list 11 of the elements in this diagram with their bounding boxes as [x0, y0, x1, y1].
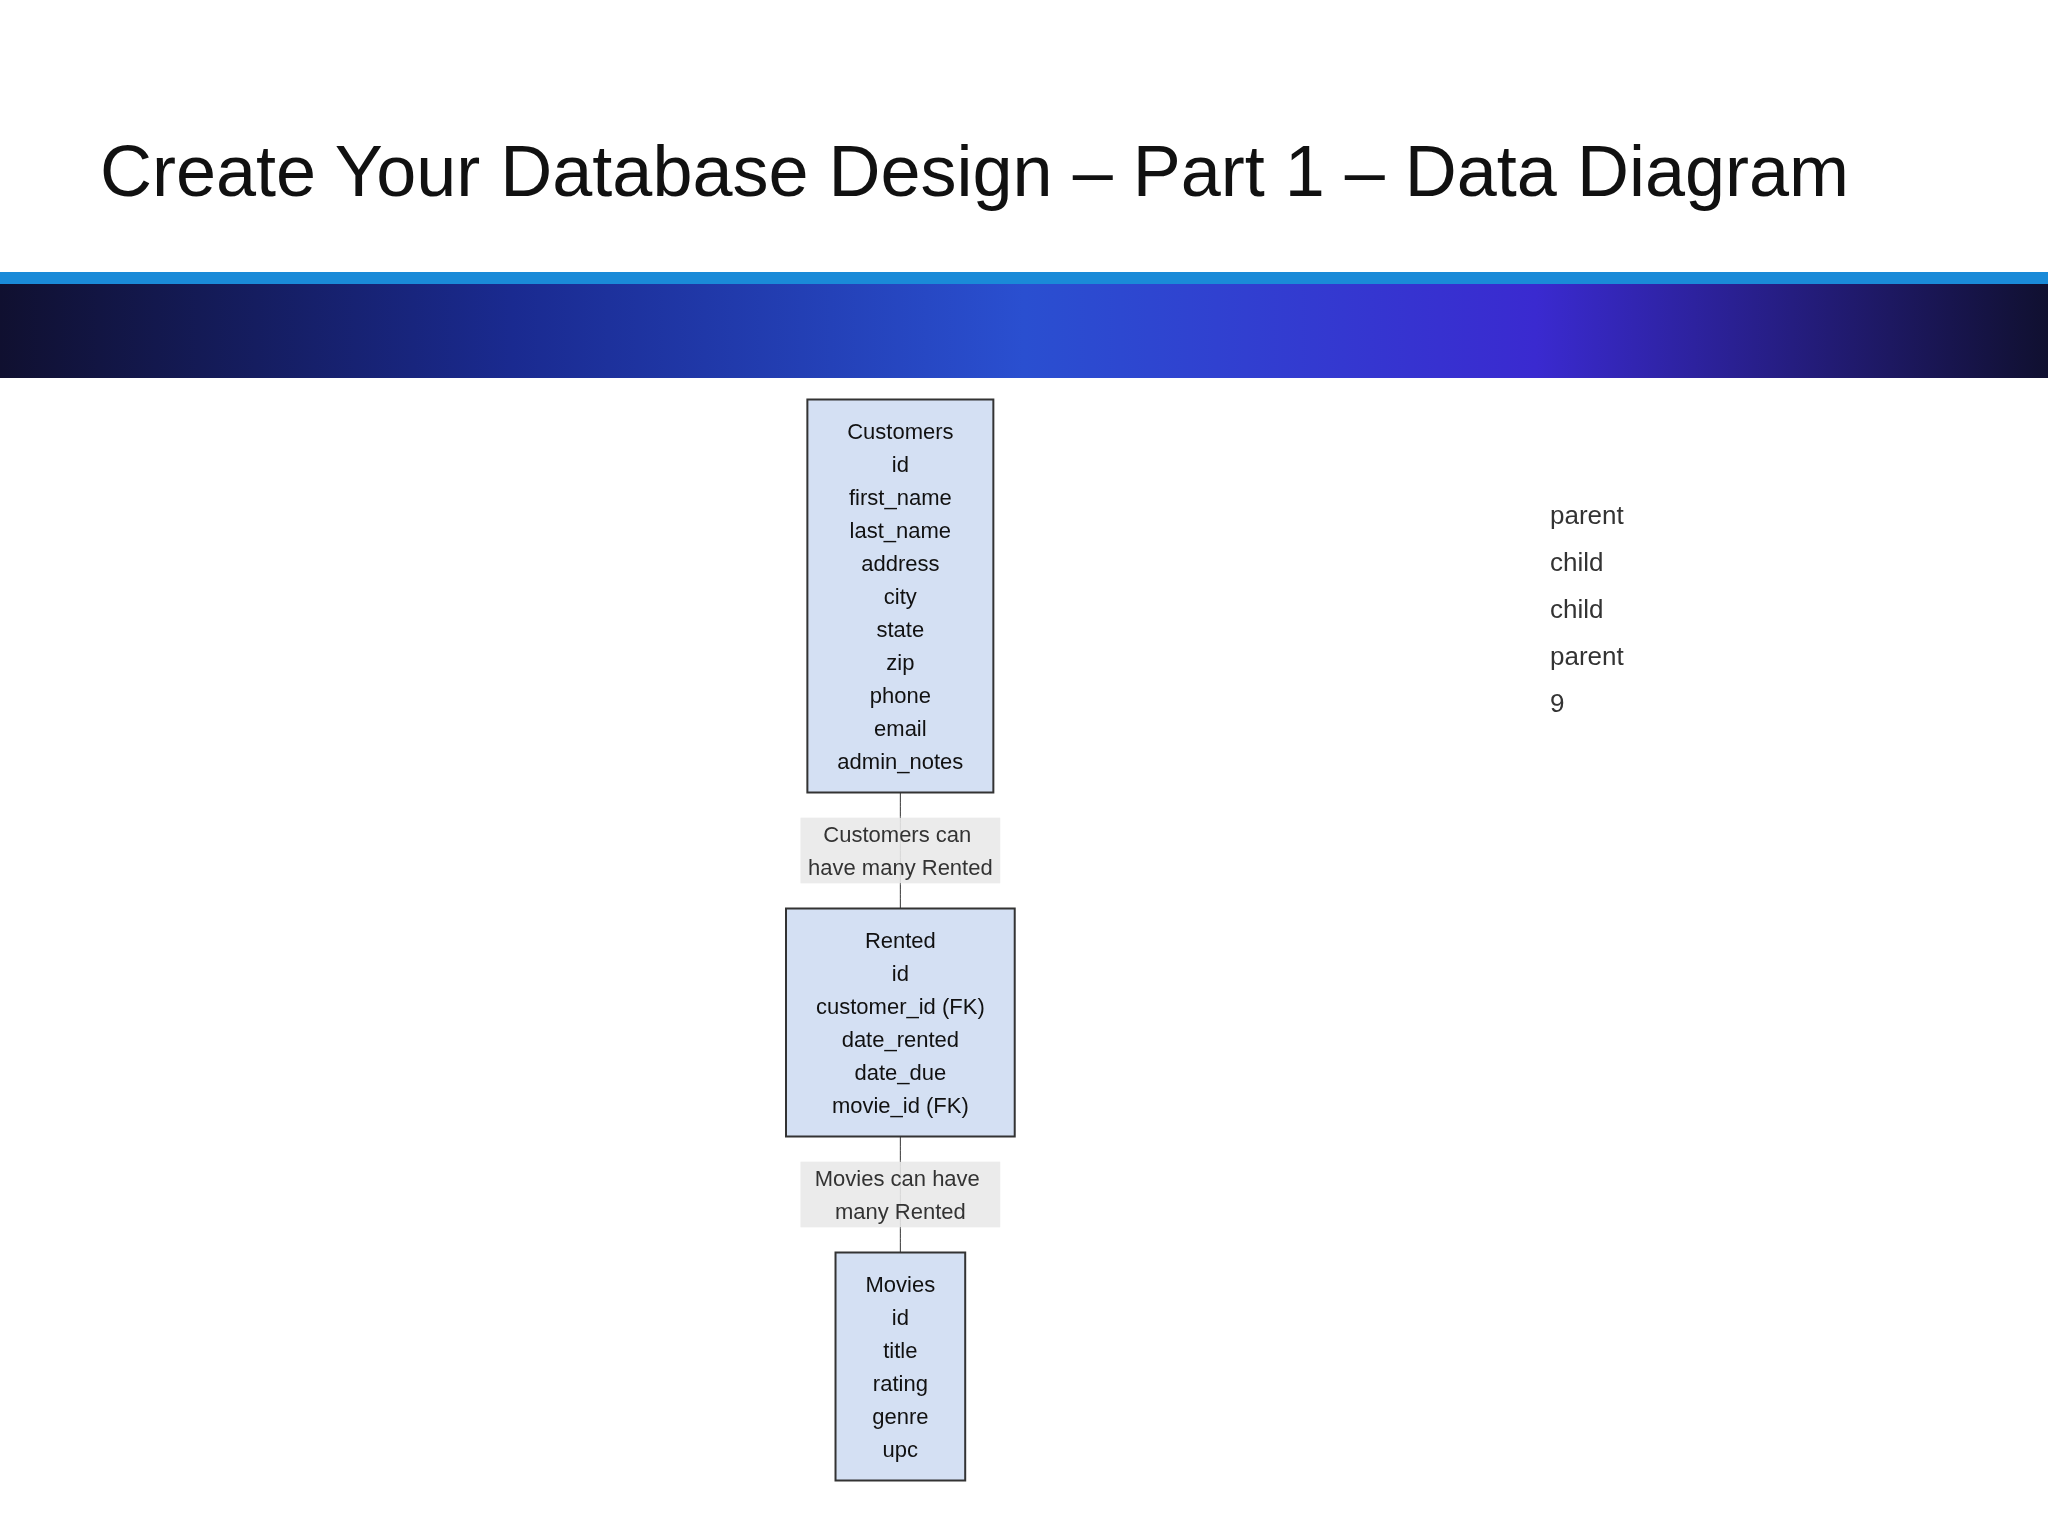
node-box: Movies id title rating genre upc: [834, 1251, 966, 1482]
node-box: Customers id first_name last_name address city state zip phone email admin_notes: [806, 398, 994, 794]
relationship-role-label: parent: [1550, 500, 1624, 531]
relationship-role-label: child: [1550, 594, 1605, 625]
node-box: Rented id customer_id (FK) date_rented date_due movie_id (FK): [784, 907, 1016, 1138]
edge-label: Customers can have many Rented: [807, 821, 993, 880]
page-number: 9: [1550, 688, 1566, 719]
edge-label: Movies can have many Rented: [814, 1165, 980, 1224]
relationship-role-label: parent: [1550, 641, 1624, 672]
slide-title: Create Your Database Design – Part 1 – Data Diagram: [100, 130, 1849, 212]
relationship-role-label: child: [1550, 547, 1605, 578]
